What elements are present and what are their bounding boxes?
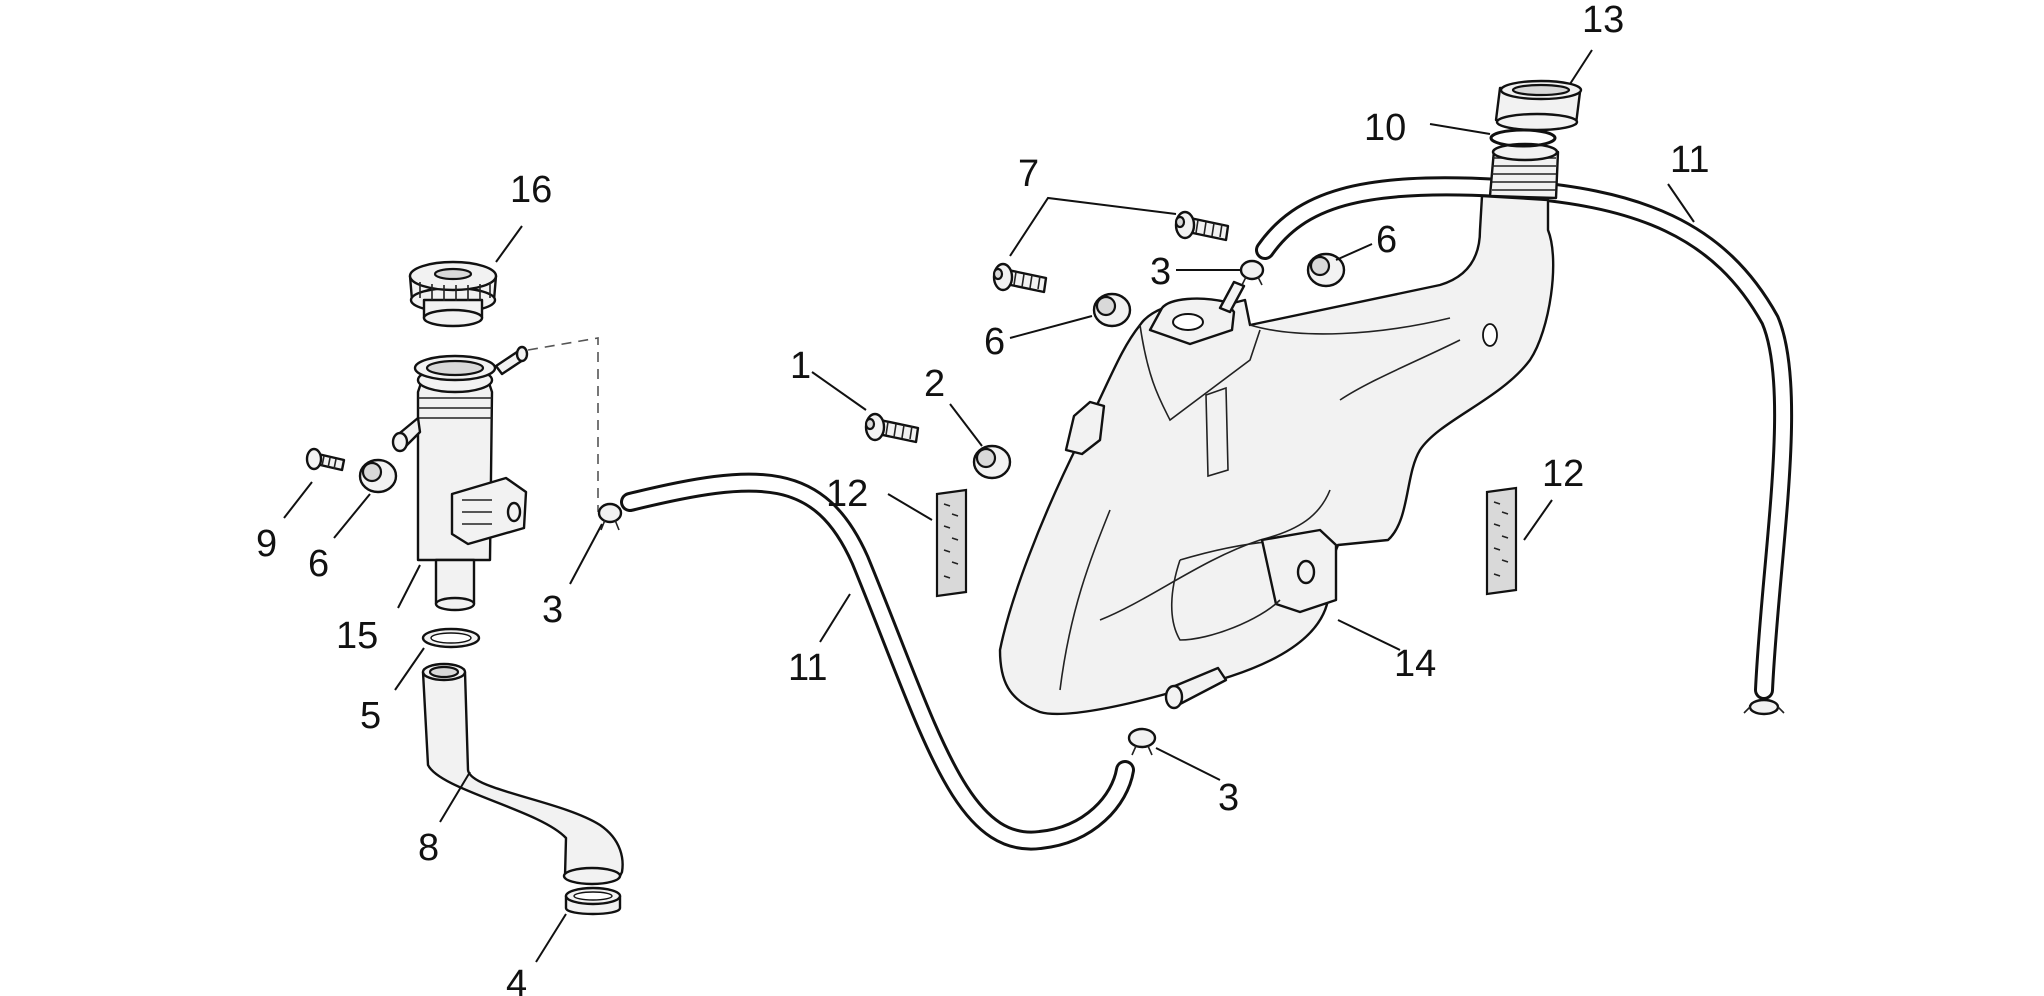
tank-cap-13: [1494, 79, 1583, 132]
leader-lines: [283, 49, 1695, 963]
callout-1: 1: [790, 345, 811, 387]
screw-7-bottom: [992, 262, 1048, 294]
clip-3-top: [1239, 259, 1265, 286]
callout-5: 5: [360, 695, 381, 737]
callout-10: 10: [1364, 107, 1406, 149]
washer-6-right: [1306, 252, 1346, 288]
callout-14: 14: [1394, 643, 1436, 685]
callout-3: 3: [1218, 777, 1239, 819]
reservoir-15: [391, 354, 528, 612]
hose-8: [421, 662, 624, 886]
cap-16: [408, 260, 498, 328]
callout-12: 12: [1542, 453, 1584, 495]
washer-2: [972, 444, 1012, 480]
callout-13: 13: [1582, 0, 1624, 41]
callout-3: 3: [542, 589, 563, 631]
callout-15: 15: [336, 615, 378, 657]
hose-11-right: [1255, 176, 1794, 700]
pad-12-left: [935, 488, 968, 598]
washer-6-middle: [1092, 292, 1132, 328]
clip-3-bottom: [1127, 727, 1157, 756]
dashed-assembly-line: [527, 337, 599, 512]
clamp-4: [564, 886, 622, 916]
clamp-end-right: [1743, 698, 1785, 716]
callout-11: 11: [788, 647, 827, 689]
screw-7-top: [1174, 210, 1230, 242]
callout-8: 8: [418, 827, 439, 869]
clamp-5: [421, 627, 481, 649]
expansion-tank-14: [998, 142, 1560, 716]
hose-11-left: [620, 472, 1135, 851]
callout-6: 6: [308, 543, 329, 585]
screw-small-reservoir: [494, 345, 529, 376]
callout-12: 12: [826, 473, 868, 515]
screw-9: [305, 447, 346, 472]
callout-2: 2: [924, 363, 945, 405]
callout-16: 16: [510, 169, 552, 211]
callout-11: 11: [1670, 139, 1709, 181]
callout-9: 9: [256, 523, 277, 565]
washer-6-left: [358, 458, 398, 494]
callout-7: 7: [1018, 153, 1039, 195]
callout-6: 6: [984, 321, 1005, 363]
screw-1: [864, 412, 920, 444]
pad-12-right: [1485, 486, 1518, 596]
callout-4: 4: [506, 963, 527, 996]
callout-3: 3: [1150, 251, 1171, 293]
callout-6: 6: [1376, 219, 1397, 261]
clip-3-left: [597, 502, 623, 531]
